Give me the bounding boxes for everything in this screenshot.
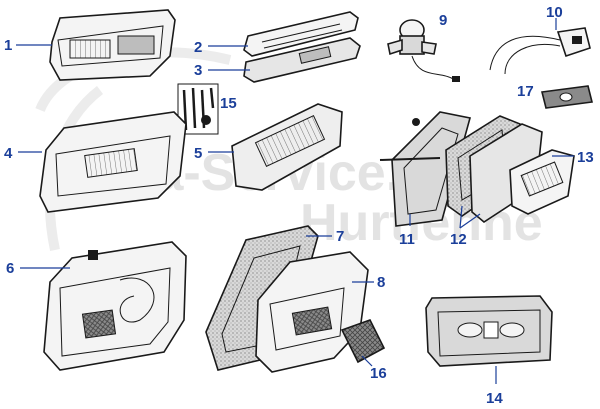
callout-label-12: 12 — [450, 231, 467, 248]
part-16-reflector[interactable] — [340, 319, 386, 364]
part-10-plate-lamp[interactable] — [489, 27, 591, 75]
callout-16: 16 — [361, 355, 387, 382]
callout-label-3: 3 — [194, 62, 202, 79]
callout-1: 1 — [4, 37, 52, 54]
part-13-lens[interactable] — [509, 149, 575, 215]
callout-9: 9 — [439, 12, 447, 29]
callout-4: 4 — [4, 145, 42, 162]
callout-7: 7 — [306, 228, 344, 245]
callout-label-15: 15 — [220, 95, 237, 112]
callout-14: 14 — [486, 366, 503, 407]
callout-2: 2 — [194, 39, 248, 56]
part-17-gasket[interactable] — [541, 85, 593, 109]
part-9-bulb-socket[interactable] — [387, 19, 460, 82]
part-1-side-lamp[interactable] — [49, 9, 176, 81]
callout-10: 10 — [546, 4, 563, 30]
part-5-ribbed-lens[interactable] — [231, 103, 343, 191]
callout-6: 6 — [6, 260, 70, 277]
callout-label-10: 10 — [546, 4, 563, 21]
callout-15: 15 — [220, 95, 237, 112]
callout-label-13: 13 — [577, 149, 594, 166]
part-14-interior-lamp[interactable] — [425, 295, 553, 367]
part-2-lens[interactable] — [243, 11, 359, 57]
callout-label-5: 5 — [194, 145, 202, 162]
callout-label-8: 8 — [377, 274, 385, 291]
callout-11: 11 — [399, 214, 415, 248]
part-6-tail-lamp[interactable] — [43, 241, 187, 371]
callout-3: 3 — [194, 62, 250, 79]
callout-label-7: 7 — [336, 228, 344, 245]
callout-label-17: 17 — [517, 83, 534, 100]
callout-label-4: 4 — [4, 145, 13, 162]
callout-8: 8 — [352, 274, 385, 291]
callout-label-1: 1 — [4, 37, 12, 54]
part-3-lamp-base[interactable] — [243, 37, 361, 83]
callout-label-14: 14 — [486, 390, 503, 407]
callout-label-2: 2 — [194, 39, 202, 56]
callout-label-6: 6 — [6, 260, 14, 277]
callout-13: 13 — [552, 149, 594, 166]
callout-label-16: 16 — [370, 365, 387, 382]
callout-17: 17 — [517, 83, 534, 100]
part-4-rear-lamp[interactable] — [39, 111, 187, 213]
callout-5: 5 — [194, 145, 234, 162]
part-8-lamp-housing[interactable] — [255, 251, 369, 373]
callout-12: 12 — [450, 205, 481, 248]
callout-label-9: 9 — [439, 12, 447, 29]
callout-label-11: 11 — [399, 231, 415, 248]
